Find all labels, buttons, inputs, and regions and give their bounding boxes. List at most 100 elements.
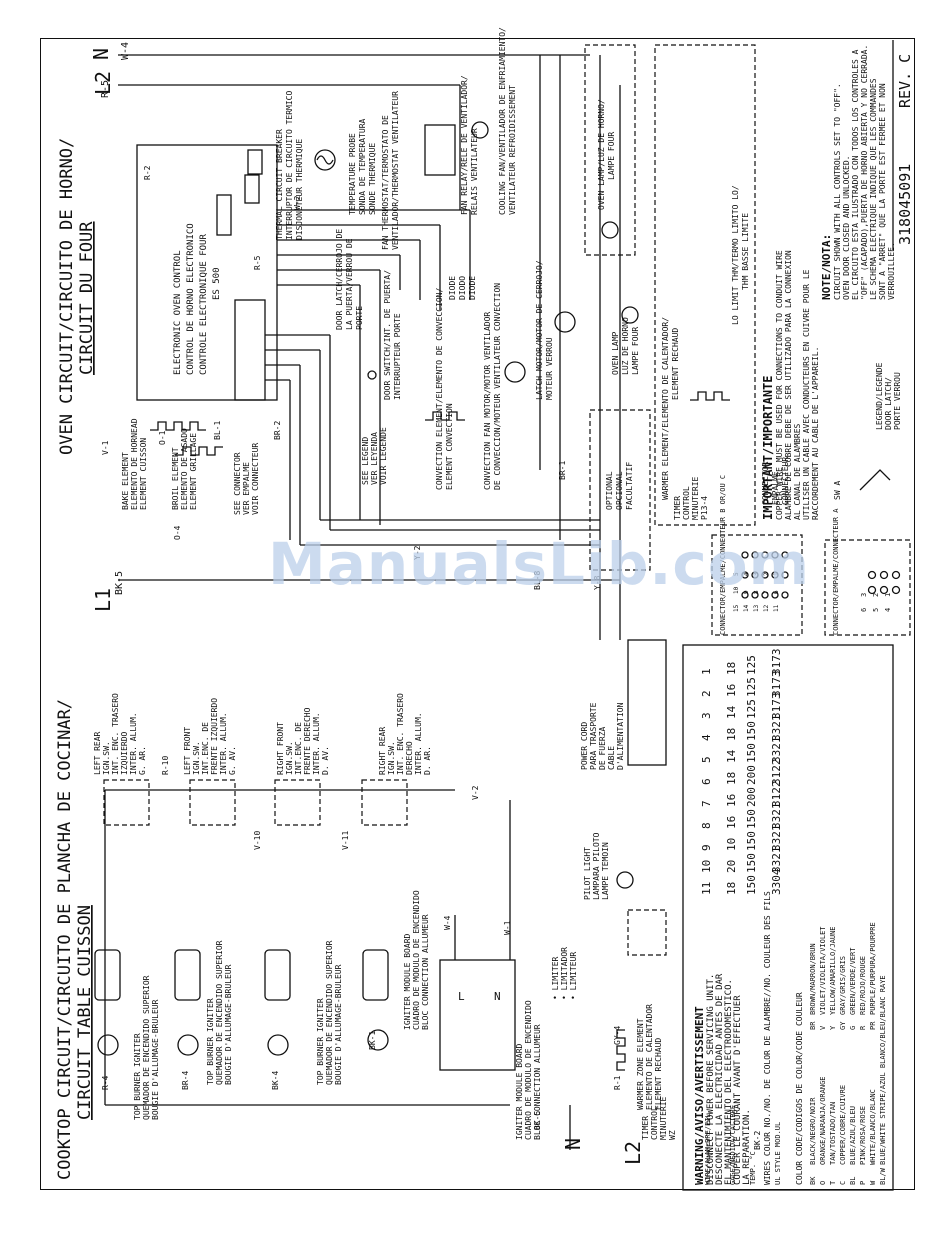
limiter-2: • LIMITADOR <box>560 947 569 1000</box>
optional-l3: FACULTATIF <box>625 462 634 510</box>
connector-b-pin-number: 10 <box>733 586 740 594</box>
pilot-l3: LAMPE TEMOIN <box>601 842 610 900</box>
oven-lamp-l1: OVEN LAMP <box>611 331 620 375</box>
probe-l1: TEMPERATURE PROBE <box>348 133 357 215</box>
switch-lf-l6: G. AV. <box>228 746 237 775</box>
color-code-abbr: PR <box>869 1021 877 1030</box>
cooktop-subtitle: CIRCUIT TABLE CUISSON <box>75 905 95 1120</box>
wire-table-cell: 3321 <box>770 737 783 764</box>
color-code-name: COPPER/COBRE/CUIVRE <box>839 1085 847 1165</box>
color-code-abbr: BK <box>809 1176 817 1185</box>
color-code-abbr: W <box>869 1180 877 1185</box>
control-harness <box>265 55 600 546</box>
optional-l1: OPTIONAL <box>605 471 614 510</box>
note-line-6: SONT A "ARRET" QUE LA PORTE EST FERMEE E… <box>878 83 887 300</box>
door-latch-l3: PORTE <box>355 306 364 330</box>
wire-label: BR-2 <box>273 421 282 440</box>
switch-rf-l4: FRENTE DERECHO <box>303 707 312 775</box>
warning-line-2: DESCONECTE LA ELECTRICIDAD ANTES DE DAR <box>715 973 725 1185</box>
connector-b-pin-number: 3 <box>753 572 760 576</box>
pilot-l1: PILOT LIGHT <box>583 847 592 900</box>
sw-a-label: SW A <box>833 481 842 500</box>
igniter-board-top-l1: IGNITER MODULE BOARD <box>403 933 412 1030</box>
wire-table-cell: 18 <box>725 728 738 741</box>
note-line-1: CIRCUIT SHOWN WITH ALL CONTROLS SET TO "… <box>833 83 842 300</box>
color-code-name: PURPLE/PURPURA/POURPRE <box>869 922 877 1015</box>
see-legend-l2: VER LEYENDA <box>370 432 379 485</box>
cooktop-l2-label: L2 <box>621 1141 645 1165</box>
connector-b-pin-number: 7 <box>763 590 770 594</box>
oven-lamp-top-l2: LAMPE FOUR <box>607 132 616 180</box>
color-code-abbr: O <box>819 1181 827 1185</box>
wire-table-footer: WIRE/ALAM-BRE/FIL <box>704 1113 712 1185</box>
wire-table-cell: 3122 <box>770 781 783 808</box>
connector-side-l2: EMPALME <box>771 471 780 505</box>
wire-table-cell: 125 <box>745 677 758 697</box>
igniter-switches <box>103 779 408 826</box>
switch-rf-l5: INTER. ALLUM. <box>312 712 321 775</box>
pilot-light <box>616 871 634 889</box>
control-label-3: CONTROLE ELECTRONIQUE FOUR <box>199 234 209 375</box>
relay-block <box>234 299 266 401</box>
oven-lamp-top-l1: OVEN LAMP/LUZ DE HORNO/ <box>597 99 606 210</box>
switch-lf-l4: FRENTE IZQUIERDO <box>210 698 219 775</box>
wire-r5-label: R-5 <box>100 80 111 98</box>
switch-lf-l3: INT.ENC. DE <box>201 722 210 775</box>
wire-table-cell: 3173 <box>770 649 783 676</box>
switch-lr-l4: IZQUIERDO <box>120 731 129 775</box>
wire-table-cell: 150 <box>745 875 758 895</box>
bake-l3: ELEMENT CUISSON <box>139 438 148 510</box>
wire-table-cell: 125 <box>745 699 758 719</box>
switch-rr-l2: IGN.SW. <box>387 741 396 775</box>
wire-table-cell: 3321 <box>770 825 783 852</box>
wire-label: W-2 <box>293 195 302 210</box>
color-code-abbr: GY <box>839 1021 847 1030</box>
wire-table-cell: 8 <box>700 822 713 829</box>
color-code-name: GRAY/GRIS/GRIS <box>839 956 847 1015</box>
wire-table-cell: 150 <box>745 853 758 873</box>
timer-wz-l4: WZ <box>668 1130 677 1140</box>
igniter-l-terminal: L <box>458 990 465 1003</box>
warning-line-1: DISCONNECT POWER BEFORE SERVICING UNIT. <box>706 974 716 1185</box>
switch-lr-l3: INT. ENC. TRASERO <box>111 693 120 775</box>
connector-b-pin-number: 2 <box>763 572 770 576</box>
wire-table-footer: UL STYLE MOD.UL <box>774 1122 782 1185</box>
color-code-name: RED/ROJO/ROUGE <box>859 956 867 1015</box>
timer-p13-l1: TIMER <box>673 496 682 520</box>
burner-3-l2: QUEMADOR DE ENCENDIDO SUPERIOR <box>325 940 334 1085</box>
switch-rr-l4: DERECHO <box>405 741 414 775</box>
burner-2-l3: BOUGIE D'ALLUMAGE-BRULEUR <box>224 964 233 1085</box>
bake-l1: BAKE ELEMENT <box>121 452 130 510</box>
wire-table-cell: 18 <box>725 662 738 675</box>
wire-label: V-1 <box>101 440 110 455</box>
oven-title: OVEN CIRCUIT/CIRCUITO DE HORNO/ <box>57 138 77 455</box>
connector-a-pin-number: 6 <box>860 608 868 612</box>
note-line-2: OVEN DOOR CLOSED AND UNLOCKED. <box>842 156 851 301</box>
wire-table-cell: 3122 <box>770 759 783 786</box>
warmer-element-l1: WARMER ELEMENT/ELEMENTO DE CALENTADOR/ <box>661 317 670 500</box>
line-l2-label: L2 <box>91 71 115 95</box>
wire-table-cell: 16 <box>725 816 738 829</box>
door-latch-l1: DOOR LATCH/CERROJO DE <box>335 229 344 330</box>
see-legend-l1: SEE LEGEND <box>361 437 370 485</box>
connector-b-pin-number: 13 <box>753 604 760 612</box>
wire-table-cell: 10 <box>725 838 738 851</box>
convection-element <box>425 411 465 421</box>
door-switch-l2: INTERRUPTEUR PORTE <box>393 313 402 400</box>
warmer-element-l2: ELEMENT RECHAUD <box>671 328 680 400</box>
warning-line-5: LA REPARATION. <box>742 1109 752 1185</box>
legend-l2: DOOR LATCH/ <box>884 377 893 430</box>
connector-a-pin-number: 1 <box>884 593 892 597</box>
bake-element <box>150 421 206 431</box>
power-cord-l3: DE FUERZA <box>598 726 607 770</box>
power-cord-l5: D'ALIMENTATION <box>616 702 625 770</box>
breaker-l1: THERMAL CIRCUIT BREAKER <box>275 129 284 240</box>
note-title: NOTE/NOTA: <box>820 234 833 300</box>
wire-table-cell: 200 <box>745 765 758 785</box>
connector-b-title: CONNECTOR/EMPALME/CONNECTEUR B OR/OU C <box>719 475 727 635</box>
burner-1-l3: BOUGIE D'ALLUMAGE-BRULEUR <box>151 999 160 1120</box>
color-code-abbr: G <box>849 1026 857 1030</box>
cooling-fan-motor <box>471 121 489 139</box>
broil-l3: ELEMENT GRILLAGE <box>189 433 198 510</box>
